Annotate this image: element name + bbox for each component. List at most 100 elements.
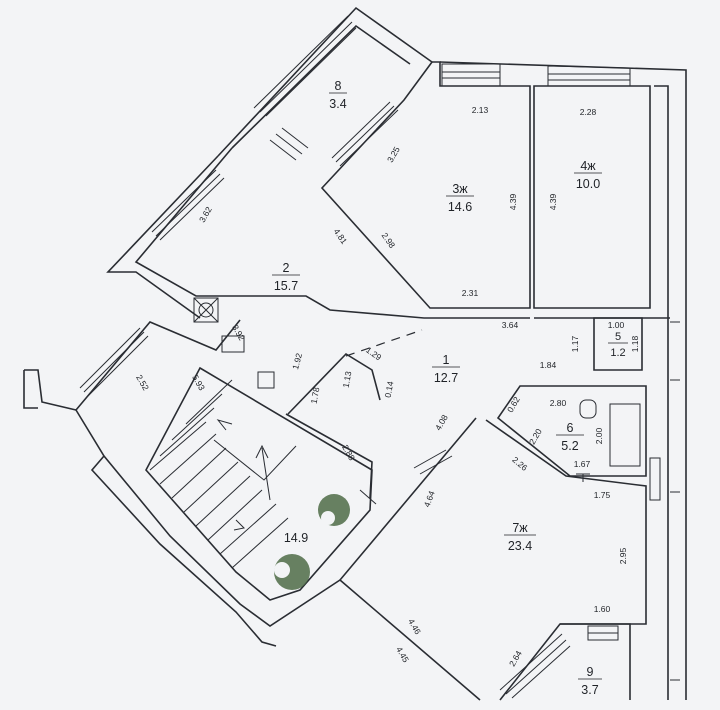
window-room-3 (441, 63, 501, 87)
window-room-7 (649, 457, 661, 501)
room-4-area: 10.0 (576, 177, 600, 191)
dim-0-14: 0.14 (383, 380, 396, 398)
window-room-4 (547, 65, 631, 87)
wall-stair-outer (75, 409, 341, 627)
pipe-box (257, 371, 275, 389)
room-labels: 8 3.4 3ж 14.6 4ж 10.0 2 15.7 1 12.7 5 1.… (272, 79, 628, 697)
wall-room-7 (485, 419, 647, 701)
window-room-2 (151, 169, 225, 241)
room-3-number: 3ж (452, 182, 468, 196)
sink-icon (576, 473, 590, 482)
dim-3-62: 3.62 (197, 205, 214, 225)
ventilation-shaft (193, 297, 219, 323)
room-2-area: 15.7 (274, 279, 298, 293)
wall-room-9 (560, 623, 631, 700)
wall-room-2 (134, 147, 530, 319)
room-3-area: 14.6 (448, 200, 472, 214)
window-room-9-top (587, 625, 619, 641)
window-room-9 (499, 633, 571, 699)
room-9-area: 3.7 (581, 683, 598, 697)
dim-0-62: 0.62 (505, 395, 522, 415)
dim-4-45: 4.45 (394, 645, 411, 665)
dim-2-80: 2.80 (550, 398, 567, 408)
room-8-area: 3.4 (329, 97, 346, 111)
dim-2-00: 2.00 (594, 427, 604, 444)
dim-1-78: 1.78 (309, 386, 322, 404)
bathtub-icon (609, 403, 641, 467)
window-room-8-lower (331, 101, 399, 167)
shaft-box (221, 335, 245, 353)
marker-dot-upper-hole (321, 511, 335, 525)
stair-landing (213, 439, 297, 481)
dim-2-64: 2.64 (507, 649, 524, 669)
dim-1-00: 1.00 (608, 320, 625, 330)
wall-stair-outer-2 (90, 455, 277, 647)
dim-1-60: 1.60 (594, 604, 611, 614)
dim-4-81: 4.81 (332, 227, 350, 247)
window-left (79, 327, 149, 397)
room-7-area: 23.4 (508, 539, 532, 553)
dim-1-13: 1.13 (341, 370, 354, 388)
wall-left-upper (24, 319, 241, 411)
wall-room-8-inner (231, 24, 411, 149)
wall-left-stub (23, 370, 38, 409)
dim-2-95: 2.95 (618, 547, 628, 564)
toilet-icon (579, 399, 597, 419)
dim-4-64: 4.64 (422, 489, 437, 508)
arch-dashed-line (345, 329, 423, 357)
stair-treads (149, 379, 289, 569)
wall-stair-box (145, 366, 373, 601)
room-6-area: 5.2 (561, 439, 578, 453)
dim-4-39-a: 4.39 (508, 193, 518, 210)
room-1-area: 12.7 (434, 371, 458, 385)
dim-2-98: 2.98 (380, 231, 398, 251)
dim-1-92: 1.92 (290, 352, 304, 371)
wall-room-2-left (106, 155, 219, 319)
room-1-number: 1 (443, 353, 450, 367)
ventilation-circle-icon (198, 302, 214, 318)
dim-1-84: 1.84 (540, 360, 557, 370)
dim-2-28: 2.28 (580, 107, 597, 117)
room-5-number: 5 (615, 331, 621, 343)
walls (23, 6, 687, 701)
door-stair (359, 489, 377, 505)
door-room-8 (269, 127, 309, 161)
wall-room-8 (217, 6, 434, 157)
dim-2-31: 2.31 (462, 288, 479, 298)
dim-2-26: 2.26 (510, 455, 529, 473)
room-7-number: 7ж (512, 521, 528, 535)
room-9-number: 9 (587, 665, 594, 679)
marker-dot-lower-hole (274, 562, 290, 578)
room-2-number: 2 (283, 261, 290, 275)
dim-2-52: 2.52 (134, 373, 151, 393)
wall-notches (670, 321, 680, 681)
wall-room-6 (496, 385, 647, 477)
window-room-8 (253, 15, 357, 117)
dim-1-29: 1.29 (364, 345, 384, 363)
dim-2-20: 2.20 (527, 427, 544, 447)
dim-2-13: 2.13 (472, 105, 489, 115)
stairs (149, 379, 297, 569)
windows (79, 15, 661, 699)
door-room-7 (413, 449, 453, 475)
ventilation-x-icon (193, 297, 219, 323)
dim-1-17: 1.17 (570, 335, 580, 352)
room-8-number: 8 (335, 79, 342, 93)
dim-1-75: 1.75 (594, 490, 611, 500)
room-5-area: 1.2 (610, 347, 625, 359)
wall-outer-right-inner (654, 85, 669, 700)
room-4-number: 4ж (580, 159, 596, 173)
stair-arrows (216, 419, 271, 531)
wall-room-1-partition (287, 352, 381, 415)
dim-1-18: 1.18 (630, 335, 640, 352)
stair-area: 14.9 (284, 531, 308, 545)
dim-4-08: 4.08 (433, 413, 450, 433)
dim-1-67: 1.67 (574, 459, 591, 469)
dim-4-39-b: 4.39 (548, 193, 558, 210)
room-6-number: 6 (567, 421, 574, 435)
fixtures (193, 297, 641, 505)
dim-4-46: 4.46 (406, 617, 423, 637)
dim-3-64: 3.64 (502, 320, 519, 330)
wall-room-3 (320, 61, 531, 309)
